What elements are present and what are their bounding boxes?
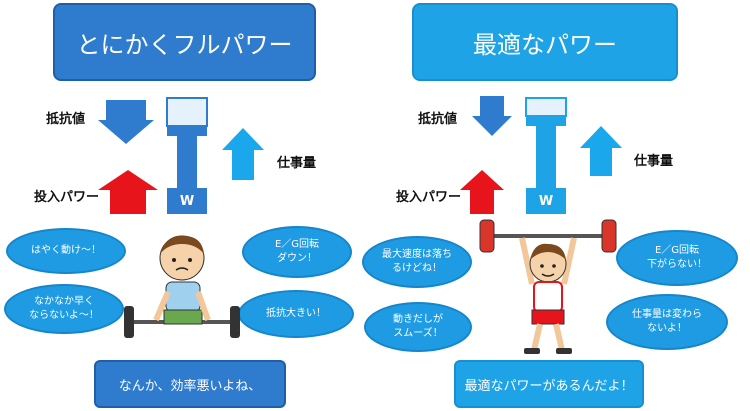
right-bubble-max-speed: 最大速度は落ちるけどね！	[362, 236, 472, 288]
left-weightlifter-illustration	[124, 235, 240, 338]
left-summary-box: なんか、効率悪いよね、	[94, 360, 286, 408]
right-bubble-rpm-keep: E／G回転下がらない！	[616, 230, 738, 286]
left-power-up-arrow-icon	[98, 170, 158, 214]
right-piston-icon	[525, 97, 567, 214]
right-bubble-smooth: 動きだしがスムーズ！	[364, 302, 472, 352]
title-full-power-text: とにかくフルパワー	[76, 30, 293, 59]
left-bubble-hurry: はやく動け～！	[6, 228, 126, 274]
left-resistance-down-arrow-icon	[98, 100, 154, 144]
left-summary-text: なんか、効率悪いよね、	[118, 378, 262, 394]
right-summary-text: 最適なパワーがあるんだよ！	[464, 378, 634, 394]
left-piston-icon	[166, 97, 208, 214]
left-piston-w-label: W	[179, 193, 195, 209]
right-input-power-label: 投入パワー	[396, 190, 462, 205]
left-bubble-rpm-down: E／G回転ダウン！	[242, 226, 352, 278]
left-bubble-not-fast: なかなか早くならないよ～！	[4, 284, 124, 334]
left-bubble-high-resistance: 抵抗大きい！	[238, 290, 354, 338]
right-work-label: 仕事量	[634, 154, 674, 169]
title-optimal-power-text: 最適なパワー	[473, 30, 617, 59]
left-resistance-label: 抵抗値	[46, 112, 86, 127]
title-optimal-power: 最適なパワー	[412, 3, 678, 81]
right-summary-box: 最適なパワーがあるんだよ！	[454, 360, 644, 408]
right-weightlifter-illustration	[479, 219, 617, 354]
title-full-power: とにかくフルパワー	[53, 3, 316, 81]
right-resistance-label: 抵抗値	[418, 112, 458, 127]
left-work-label: 仕事量	[277, 156, 317, 171]
right-resistance-down-arrow-icon	[472, 96, 512, 136]
right-work-up-arrow-icon	[580, 126, 622, 176]
right-bubble-work-same: 仕事量は変わらないよ！	[606, 294, 728, 350]
right-power-up-arrow-icon	[460, 170, 504, 214]
left-work-up-arrow-icon	[222, 128, 264, 180]
right-piston-w-label: W	[538, 193, 554, 209]
left-input-power-label: 投入パワー	[34, 190, 100, 205]
